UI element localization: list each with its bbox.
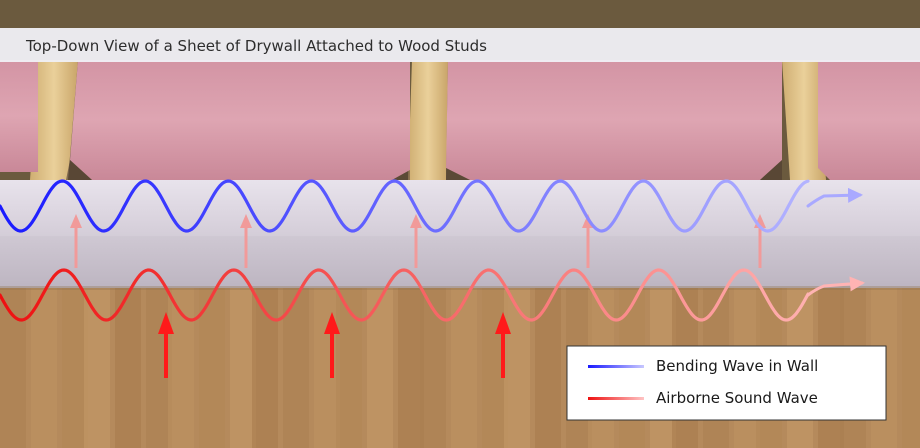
legend-label-airborne: Airborne Sound Wave xyxy=(656,389,818,407)
insulation-batts xyxy=(0,60,920,180)
legend-label-bending: Bending Wave in Wall xyxy=(656,357,818,375)
legend-swatch-bending xyxy=(588,365,644,368)
diagram-title: Top-Down View of a Sheet of Drywall Atta… xyxy=(25,37,487,55)
insulation-batt xyxy=(818,60,920,180)
wood-stud xyxy=(408,60,448,180)
bending-wave-direction-arrow-icon xyxy=(806,187,863,208)
legend-box xyxy=(566,345,887,421)
insulation-batt xyxy=(0,60,38,172)
legend: Bending Wave in Wall Airborne Sound Wave xyxy=(566,345,887,421)
insulation-batt xyxy=(70,60,410,180)
transmission-arrow-head-icon xyxy=(410,214,422,228)
incident-sound-arrows xyxy=(158,312,511,378)
incident-arrow-head-icon xyxy=(495,312,511,334)
incident-arrow-head-icon xyxy=(158,312,174,334)
transmission-arrow-head-icon xyxy=(240,214,252,228)
transmission-arrow-head-icon xyxy=(70,214,82,228)
wood-stud xyxy=(30,60,78,180)
legend-swatch-airborne xyxy=(588,397,644,400)
wood-stud xyxy=(782,60,826,180)
bending-wave xyxy=(0,179,810,233)
airborne-wave-direction-arrow-icon xyxy=(806,276,865,297)
insulation-batt xyxy=(446,60,782,180)
airborne-sound-wave xyxy=(0,268,810,322)
wood-studs xyxy=(30,60,826,180)
title-bar xyxy=(0,28,920,62)
incident-arrow-head-icon xyxy=(324,312,340,334)
drywall-sheet xyxy=(0,180,920,290)
